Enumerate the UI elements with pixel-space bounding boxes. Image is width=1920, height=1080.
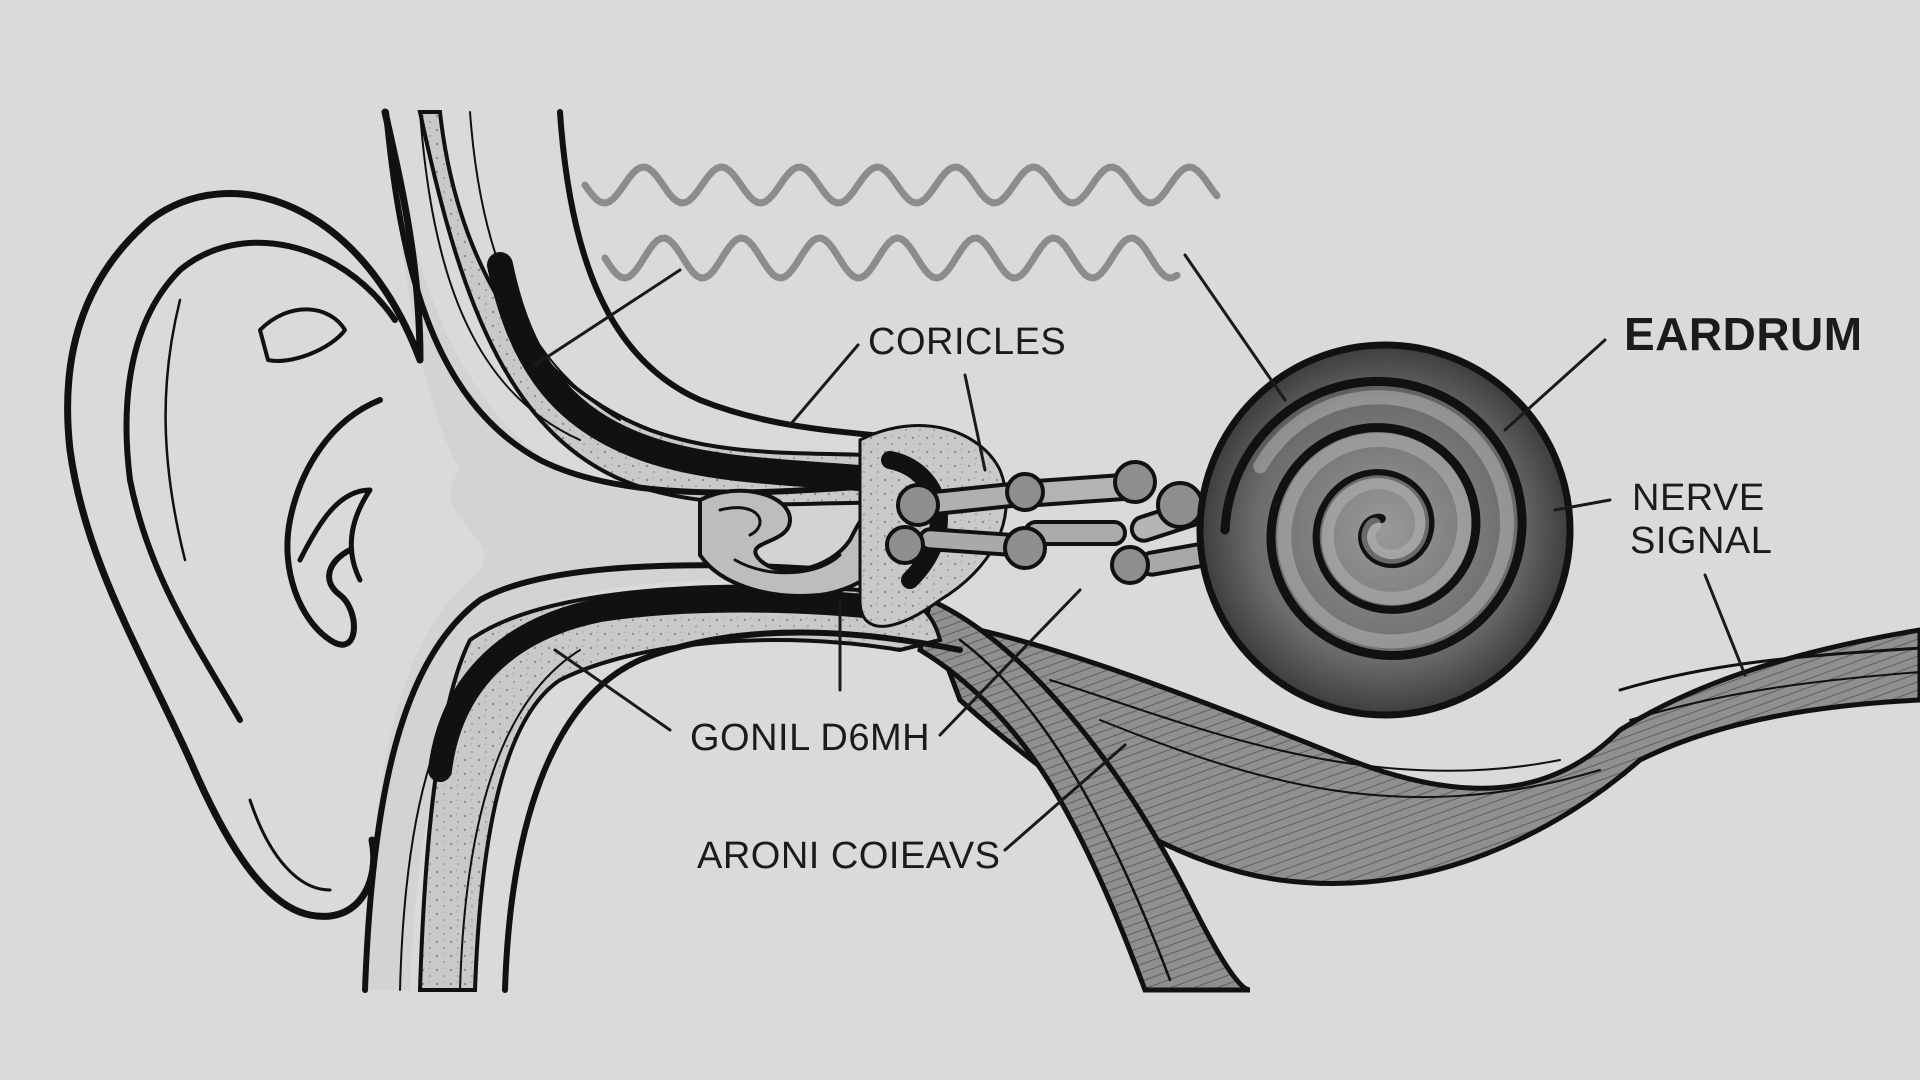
sound-waves [581,163,1221,282]
diagram-labels: CORICLES EARDRUM NERVE SIGNAL GONIL D6MH… [690,308,1863,877]
label-gonil-d6mh: GONIL D6MH [690,717,930,759]
label-nerve-signal-line2: SIGNAL [1630,520,1772,562]
lower-channel [917,596,1251,993]
label-coricles: CORICLES [868,321,1066,363]
leader-lines [533,253,1747,852]
label-nerve-signal-line1: NERVE [1632,477,1765,519]
middle-ear-cavity [858,424,1008,628]
cochlea-spiral [1196,341,1574,719]
ear-canal [362,109,983,993]
label-eardrum: EARDRUM [1624,308,1863,360]
outer-ear [64,108,424,920]
label-aroni-coieavs: ARONI COIEAVS [697,835,1001,877]
